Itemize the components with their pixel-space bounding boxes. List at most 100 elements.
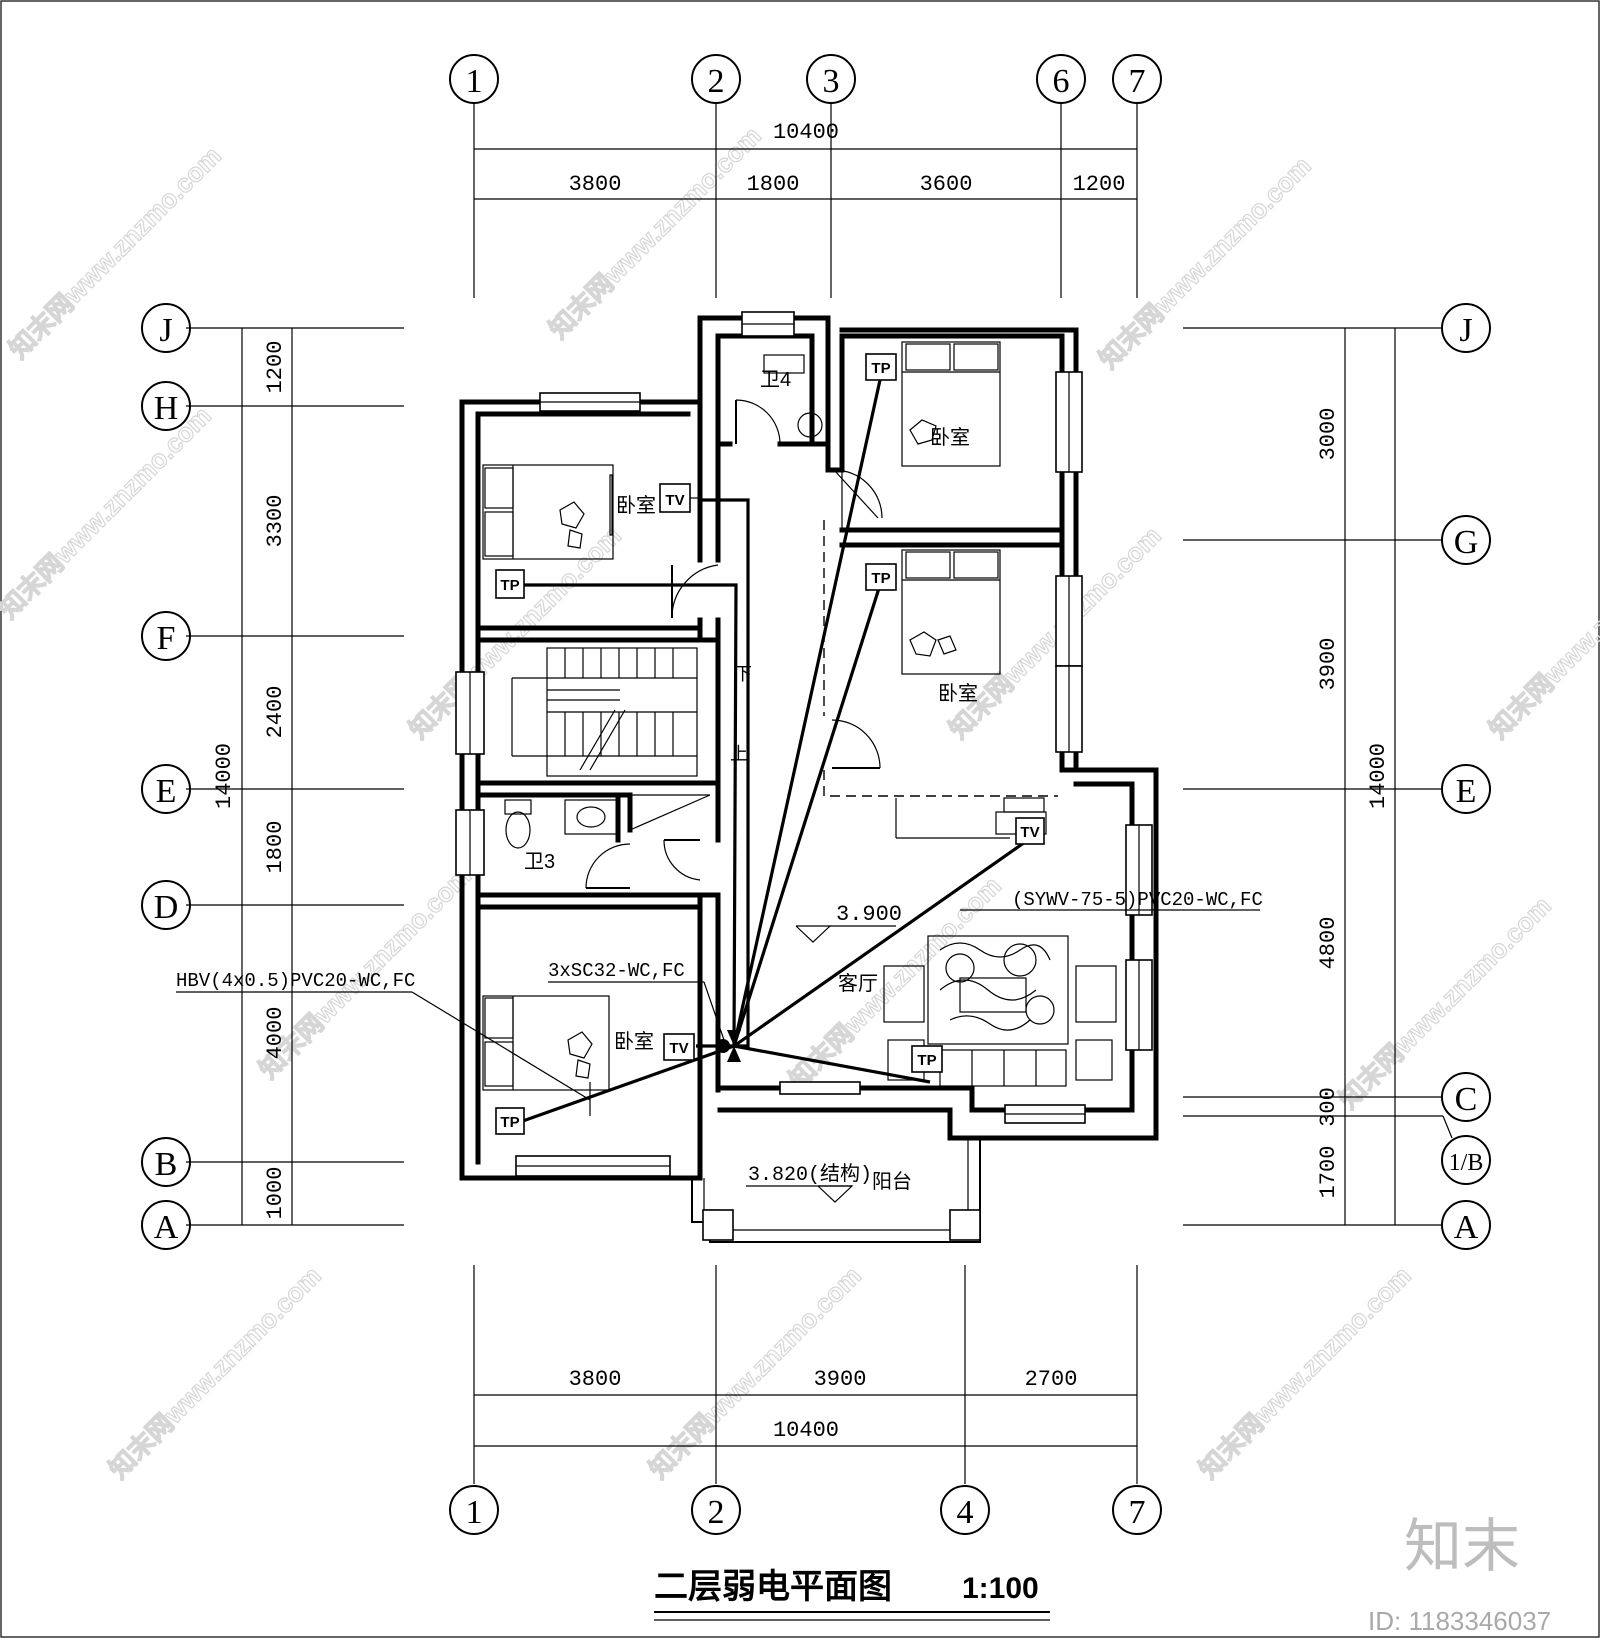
dim-top-seg: 3600: [920, 172, 973, 197]
dim-bottom-seg: 3800: [569, 1367, 622, 1392]
dashed-outlines: [823, 520, 1058, 839]
axis-label-left: D: [154, 889, 179, 926]
axis-label-left: A: [154, 1209, 179, 1246]
dim-right-seg: 4800: [1316, 917, 1341, 970]
device-tp-ne1: TP: [865, 353, 897, 381]
dim-top-total: 10400: [773, 120, 839, 145]
bath4-fixtures: [763, 354, 823, 438]
dim-top-seg: 1800: [747, 172, 800, 197]
watermark-text: 知末网www.znzmo.com: [543, 120, 767, 344]
tp-label: TP: [917, 1052, 936, 1069]
watermark-text: 知末网www.znzmo.com: [3, 140, 227, 364]
dim-left-seg: 1800: [263, 821, 288, 874]
callout-hbv: HBV(4x0.5)PVC20-WC,FC: [176, 970, 415, 992]
bed-sw: [482, 995, 610, 1091]
callout-sywv: (SYWV-75-5)PVC20-WC,FC: [1012, 889, 1263, 911]
device-tv-nw: TV: [659, 483, 702, 513]
sofa-set: [883, 935, 1117, 1087]
dim-bottom-total: 10400: [773, 1418, 839, 1443]
device-tp-living: TP: [911, 1045, 943, 1073]
watermark-text: 知末网www.znzmo.com: [1093, 150, 1317, 374]
axis-label-right: J: [1459, 312, 1472, 349]
dim-top-seg: 3800: [569, 172, 622, 197]
dim-right-seg: 1700: [1316, 1146, 1341, 1199]
room-label-balcony: 阳台: [872, 1170, 912, 1193]
callout-sc: 3xSC32-WC,FC: [548, 960, 685, 982]
dim-bottom-seg: 3900: [814, 1367, 867, 1392]
axis-label-top: 6: [1053, 63, 1070, 100]
watermark-text: 知末网www.znzmo.com: [0, 400, 217, 624]
dim-right-total: 14000: [1366, 743, 1391, 809]
axis-label-right: G: [1454, 524, 1479, 561]
axis-label-top: 1: [466, 63, 483, 100]
watermark-text: 知末网www.znzmo.com: [943, 520, 1167, 744]
device-tv-sw: TV: [663, 1033, 695, 1061]
brand-watermark: 知末 ID: 1183346037: [1368, 1514, 1551, 1636]
dim-left-seg: 4000: [263, 1007, 288, 1060]
dim-bottom-seg: 2700: [1025, 1367, 1078, 1392]
tp-label: TP: [871, 570, 890, 587]
axis-label-top: 3: [823, 63, 840, 100]
watermark-text: 知末网www.znzmo.com: [103, 1260, 327, 1484]
tv-label: TV: [669, 1040, 688, 1057]
level-marks: 3.900 3.820(结构): [746, 902, 902, 1203]
axis-label-left: F: [157, 620, 176, 657]
watermark-text: 知末网www.znzmo.com: [1483, 520, 1600, 744]
device-tv-living: TV: [1015, 817, 1045, 845]
watermark-text: 知末网www.znzmo.com: [1333, 890, 1557, 1114]
room-label-living: 客厅: [838, 972, 878, 995]
tp-label: TP: [871, 360, 890, 377]
dimension-lines: [241, 148, 1396, 1447]
dim-left-seg: 1200: [263, 341, 288, 394]
balcony-level-text: 3.820(结构): [748, 1162, 872, 1187]
device-tp-nw: TP: [495, 569, 525, 599]
bath3-fixtures: [504, 794, 711, 849]
room-label-bath3: 卫3: [524, 851, 555, 873]
axis-label-top: 2: [708, 63, 725, 100]
wiring: [519, 365, 1029, 1124]
cable-callouts: HBV(4x0.5)PVC20-WC,FC 3xSC32-WC,FC (SYWV…: [176, 889, 1263, 1116]
windows: [455, 311, 1153, 1177]
dim-left-seg: 3300: [263, 495, 288, 548]
axis-label-right: E: [1456, 773, 1477, 810]
image-id-text: ID: 1183346037: [1368, 1606, 1551, 1636]
axis-label-bottom: 4: [957, 1494, 974, 1531]
axis-label-bottom: 2: [708, 1494, 725, 1531]
axis-label-left: H: [154, 390, 179, 427]
dim-left-seg: 1000: [263, 1167, 288, 1220]
device-tp-sw: TP: [495, 1107, 525, 1135]
axis-label-bottom: 7: [1129, 1494, 1146, 1531]
axis-label-top: 7: [1129, 63, 1146, 100]
drawing-scale: 1:100: [962, 1572, 1039, 1605]
axis-label-bottom: 1: [466, 1494, 483, 1531]
device-tp-ne2: TP: [865, 563, 897, 591]
floor-level-text: 3.900: [836, 902, 902, 927]
tv-label: TV: [1020, 824, 1039, 841]
room-label-bedroom-nw: 卧室: [616, 494, 656, 517]
drawing-title: 二层弱电平面图: [654, 1568, 892, 1606]
brand-logo: 知末: [1404, 1514, 1520, 1579]
room-label-bedroom-ne1: 卧室: [930, 426, 970, 449]
drawing-title-block: 二层弱电平面图 1:100: [654, 1568, 1050, 1621]
axis-label-right: A: [1454, 1209, 1479, 1246]
distribution-box: [716, 1030, 741, 1062]
dim-right-seg: 3000: [1316, 408, 1341, 461]
axis-label-left: B: [155, 1146, 178, 1183]
tp-label: TP: [500, 577, 519, 594]
room-label-bath4: 卫4: [760, 369, 791, 391]
room-label-bedroom-ne2: 卧室: [938, 682, 978, 705]
axis-label-right: C: [1455, 1081, 1478, 1118]
bed-ne2: [901, 549, 1001, 675]
dim-left-total: 14000: [212, 743, 237, 809]
room-label-bedroom-sw: 卧室: [614, 1030, 654, 1053]
dim-right-seg: 300: [1316, 1087, 1341, 1127]
axis-label-left: J: [159, 312, 172, 349]
room-labels: 卫4 卧室 卧室 卧室 卫3 卧室 客厅 阳台: [524, 369, 978, 1193]
bed-ne1: [901, 341, 1001, 467]
axis-lines: [186, 102, 1443, 1484]
watermark-text: 知末网www.znzmo.com: [1193, 1260, 1417, 1484]
watermark-layer: 知末网www.znzmo.com 知末网www.znzmo.com 知末网www…: [0, 120, 1600, 1485]
